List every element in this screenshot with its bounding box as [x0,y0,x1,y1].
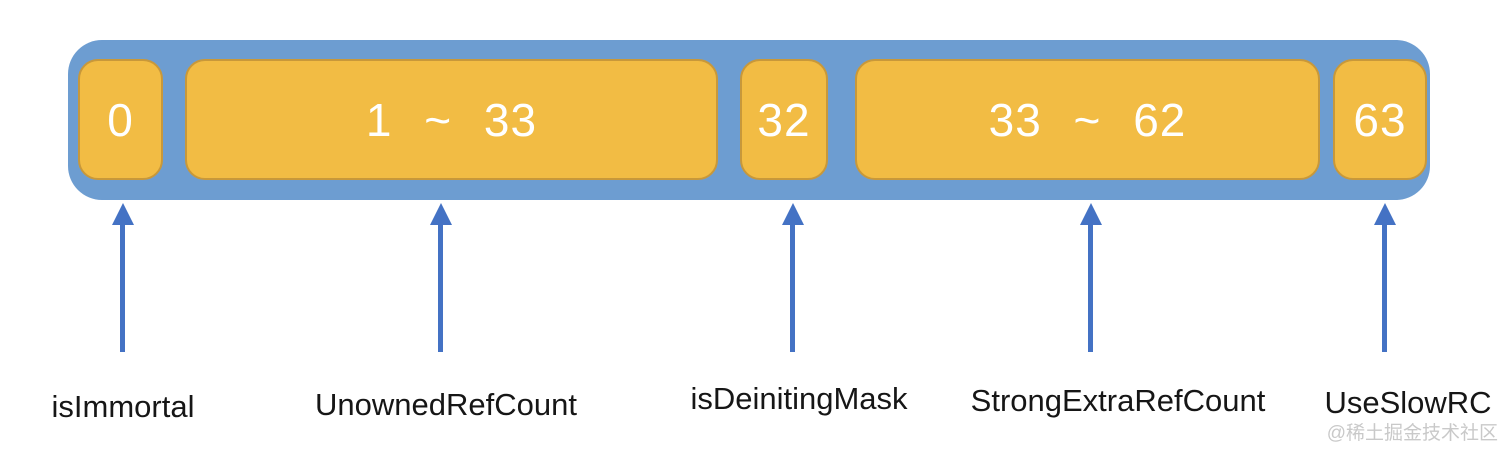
bit-segment-unownedRefCount: 1 ~ 33 [185,59,718,180]
bit-range: 33 ~ 62 [988,93,1187,146]
up-arrow-useSlowRC [1373,203,1396,352]
field-label-useSlowRC: UseSlowRC [1324,385,1492,420]
field-label-strongExtraRefCount: StrongExtraRefCount [970,383,1266,418]
bit-range: 0 [107,93,134,146]
bit-segment-strongExtraRefCount: 33 ~ 62 [855,59,1320,180]
bitfield-container: 0 1 ~ 33 32 33 ~ 62 63 [68,40,1430,200]
up-arrow-isDeinitingMask [781,203,804,352]
up-arrow-isImmortal [111,203,134,352]
bit-range: 32 [757,93,811,146]
bit-range: 63 [1353,93,1407,146]
bit-segment-isDeinitingMask: 32 [740,59,828,180]
bit-range: 1 ~ 33 [365,93,538,146]
field-label-isDeinitingMask: isDeinitingMask [690,381,908,416]
watermark: @稀土掘金技术社区 [1326,423,1498,444]
up-arrow-strongExtraRefCount [1079,203,1102,352]
field-label-unownedRefCount: UnownedRefCount [315,387,577,422]
field-label-isImmortal: isImmortal [51,389,195,424]
up-arrow-unownedRefCount [429,203,452,352]
bit-segment-useSlowRC: 63 [1333,59,1427,180]
bit-segment-isImmortal: 0 [78,59,163,180]
